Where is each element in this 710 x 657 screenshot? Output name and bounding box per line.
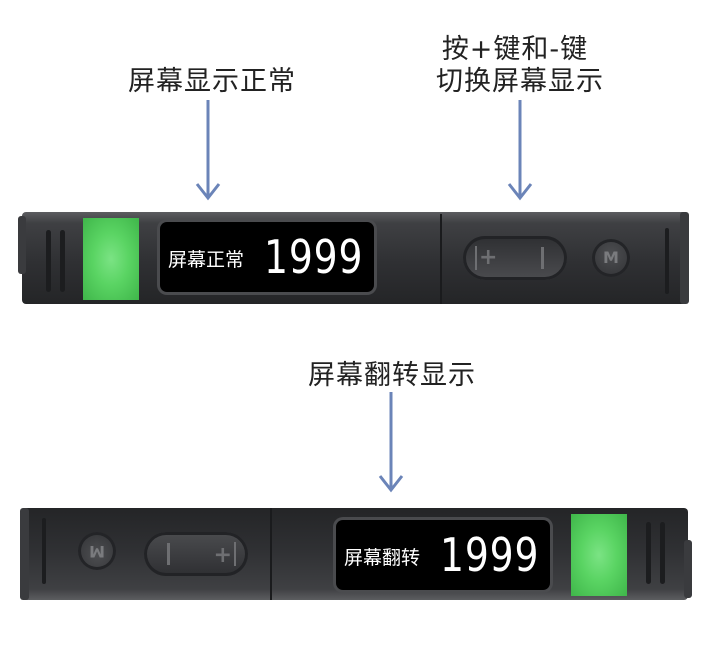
bottom-right-ridge-1 bbox=[646, 522, 651, 584]
bottom-screen-value: 1999 bbox=[440, 528, 540, 582]
callout-switch-line2: 切换屏幕显示 bbox=[436, 66, 604, 97]
top-m-button[interactable]: M bbox=[592, 239, 630, 277]
callout-flipped-display: 屏幕翻转显示 bbox=[308, 360, 476, 391]
arrow-flipped-display bbox=[378, 392, 404, 493]
top-display-screen: 屏幕正常 1999 bbox=[160, 222, 374, 292]
bottom-plus-minus-rocker[interactable]: + bbox=[144, 532, 248, 576]
top-left-endcap bbox=[18, 216, 26, 274]
bottom-display-screen: 屏幕翻转 1999 bbox=[336, 520, 550, 590]
top-right-ridge-1 bbox=[665, 228, 669, 294]
bottom-m-button[interactable]: M bbox=[78, 532, 116, 570]
arrow-normal-display bbox=[195, 100, 221, 201]
bottom-panel-divider bbox=[270, 508, 272, 600]
bottom-right-ridge-2 bbox=[660, 522, 665, 584]
bottom-right-endcap bbox=[684, 540, 692, 598]
bottom-screen-label: 屏幕翻转 bbox=[344, 547, 421, 569]
top-left-ridge-2 bbox=[60, 230, 65, 292]
top-left-ridge-1 bbox=[46, 230, 51, 292]
arrow-switch-display bbox=[507, 100, 533, 201]
callout-normal-display: 屏幕显示正常 bbox=[128, 66, 296, 97]
callout-switch-line1: 按+键和-键 bbox=[441, 34, 589, 65]
top-screen-value: 1999 bbox=[264, 230, 364, 284]
bottom-left-endcap bbox=[20, 508, 29, 600]
bottom-left-ridge-1 bbox=[42, 518, 46, 584]
bottom-rocker-left-edge bbox=[234, 542, 236, 566]
top-indicator-led bbox=[83, 218, 139, 300]
top-panel-divider bbox=[440, 214, 442, 304]
top-rocker-left-edge bbox=[475, 246, 477, 270]
bottom-rocker-plus-icon[interactable]: + bbox=[213, 542, 232, 567]
bottom-rocker-minus-icon[interactable] bbox=[167, 543, 170, 565]
top-plus-minus-rocker[interactable]: + bbox=[463, 236, 567, 280]
top-right-endcap bbox=[680, 212, 689, 304]
top-screen-label: 屏幕正常 bbox=[168, 249, 245, 271]
top-rocker-plus-icon[interactable]: + bbox=[479, 245, 498, 270]
bottom-indicator-led bbox=[571, 514, 627, 596]
top-rocker-minus-icon[interactable] bbox=[541, 247, 544, 269]
